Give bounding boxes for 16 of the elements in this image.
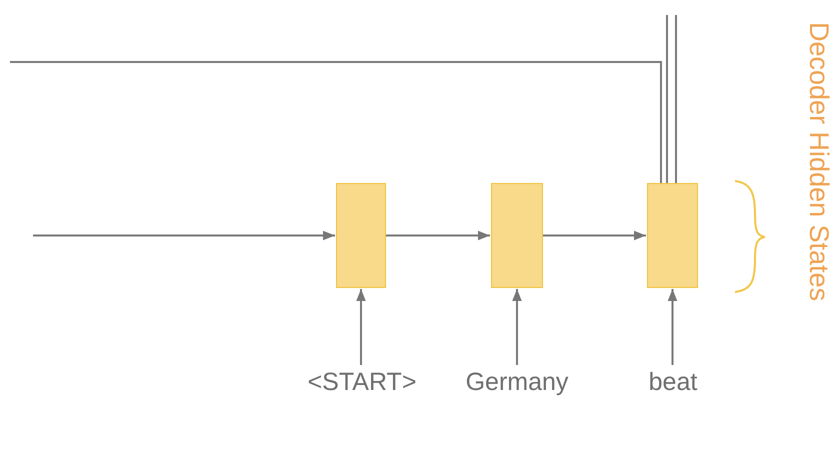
input-word: <START> [308,368,416,396]
arrow [386,230,490,240]
arrow [512,289,522,365]
input-word: Germany [466,368,568,396]
connector-line [10,61,662,183]
hidden-state-box [336,183,386,288]
connector-line [666,15,668,183]
arrow [668,289,678,365]
connector-line [675,15,677,183]
hidden-state-box [647,183,698,288]
arrow [356,289,366,365]
axis-title: Decoder Hidden States [803,22,834,302]
input-word: beat [648,368,698,396]
arrow [33,230,335,240]
hidden-state-box [491,183,543,288]
arrow [543,230,646,240]
